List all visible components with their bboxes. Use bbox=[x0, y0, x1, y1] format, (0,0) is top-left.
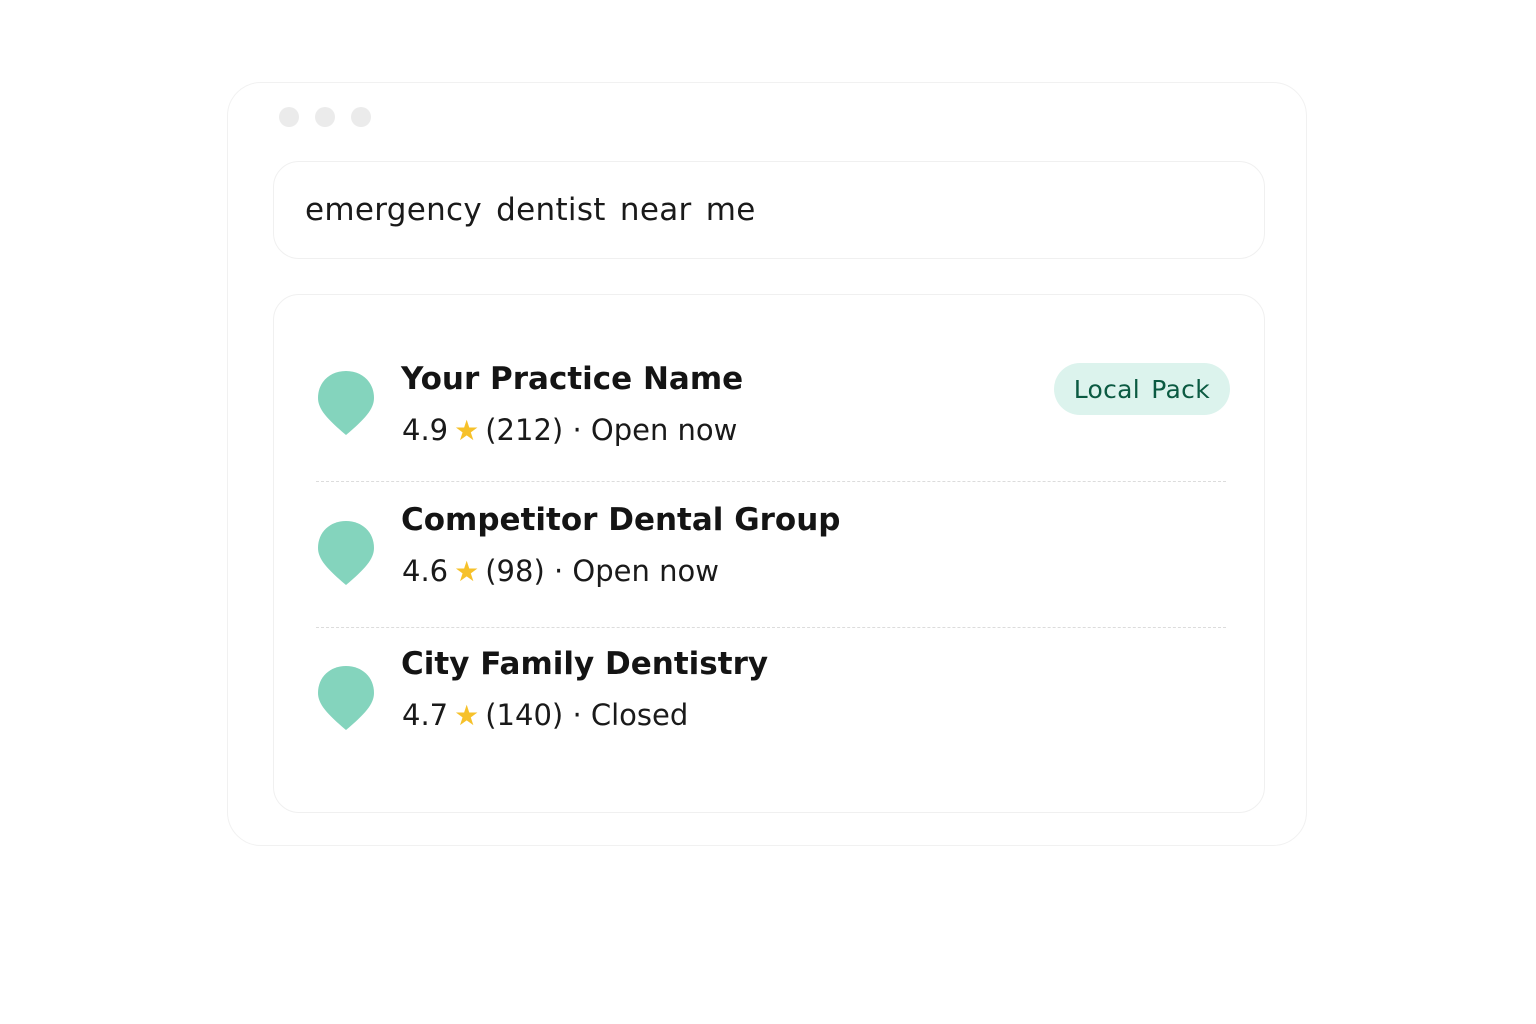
window-dot-close[interactable] bbox=[279, 107, 299, 127]
star-icon: ★ bbox=[454, 699, 480, 732]
open-status: Open now bbox=[590, 413, 738, 447]
search-query-text: emergency dentist near me bbox=[305, 192, 756, 228]
result-item-competitor[interactable]: Competitor Dental Group 4.6★(98) · Open … bbox=[274, 482, 1264, 627]
map-pin-icon bbox=[318, 371, 374, 435]
rating-value: 4.7 bbox=[402, 698, 449, 732]
meta-separator: · bbox=[572, 413, 582, 447]
result-divider bbox=[316, 481, 1226, 482]
rating-value: 4.6 bbox=[402, 554, 449, 588]
review-count: (98) bbox=[485, 554, 545, 588]
review-count: (212) bbox=[485, 413, 564, 447]
review-count: (140) bbox=[485, 698, 564, 732]
open-status: Closed bbox=[590, 698, 689, 732]
browser-window: emergency dentist near me Your Practice … bbox=[227, 82, 1307, 846]
result-name[interactable]: Competitor Dental Group bbox=[401, 502, 841, 538]
search-input[interactable]: emergency dentist near me bbox=[273, 161, 1265, 259]
result-item-city-family[interactable]: City Family Dentistry 4.7★(140) · Closed bbox=[274, 628, 1264, 788]
result-meta: 4.9★(212) · Open now bbox=[402, 413, 737, 447]
window-dot-minimize[interactable] bbox=[315, 107, 335, 127]
local-pack-badge: Local Pack bbox=[1053, 363, 1230, 415]
star-icon: ★ bbox=[454, 414, 480, 447]
window-controls bbox=[279, 107, 371, 127]
map-pin-icon bbox=[318, 521, 374, 585]
map-pin-icon bbox=[318, 666, 374, 730]
result-meta: 4.6★(98) · Open now bbox=[402, 554, 719, 588]
result-divider bbox=[316, 627, 1226, 628]
result-name[interactable]: City Family Dentistry bbox=[401, 646, 769, 682]
star-icon: ★ bbox=[454, 555, 480, 588]
window-dot-maximize[interactable] bbox=[351, 107, 371, 127]
result-meta: 4.7★(140) · Closed bbox=[402, 698, 688, 732]
rating-value: 4.9 bbox=[402, 413, 449, 447]
meta-separator: · bbox=[553, 554, 564, 588]
result-name[interactable]: Your Practice Name bbox=[401, 361, 744, 397]
meta-separator: · bbox=[572, 698, 582, 732]
result-item-your-practice[interactable]: Your Practice Name 4.9★(212) · Open now … bbox=[274, 295, 1264, 481]
local-pack-results: Your Practice Name 4.9★(212) · Open now … bbox=[273, 294, 1265, 813]
open-status: Open now bbox=[572, 554, 719, 588]
